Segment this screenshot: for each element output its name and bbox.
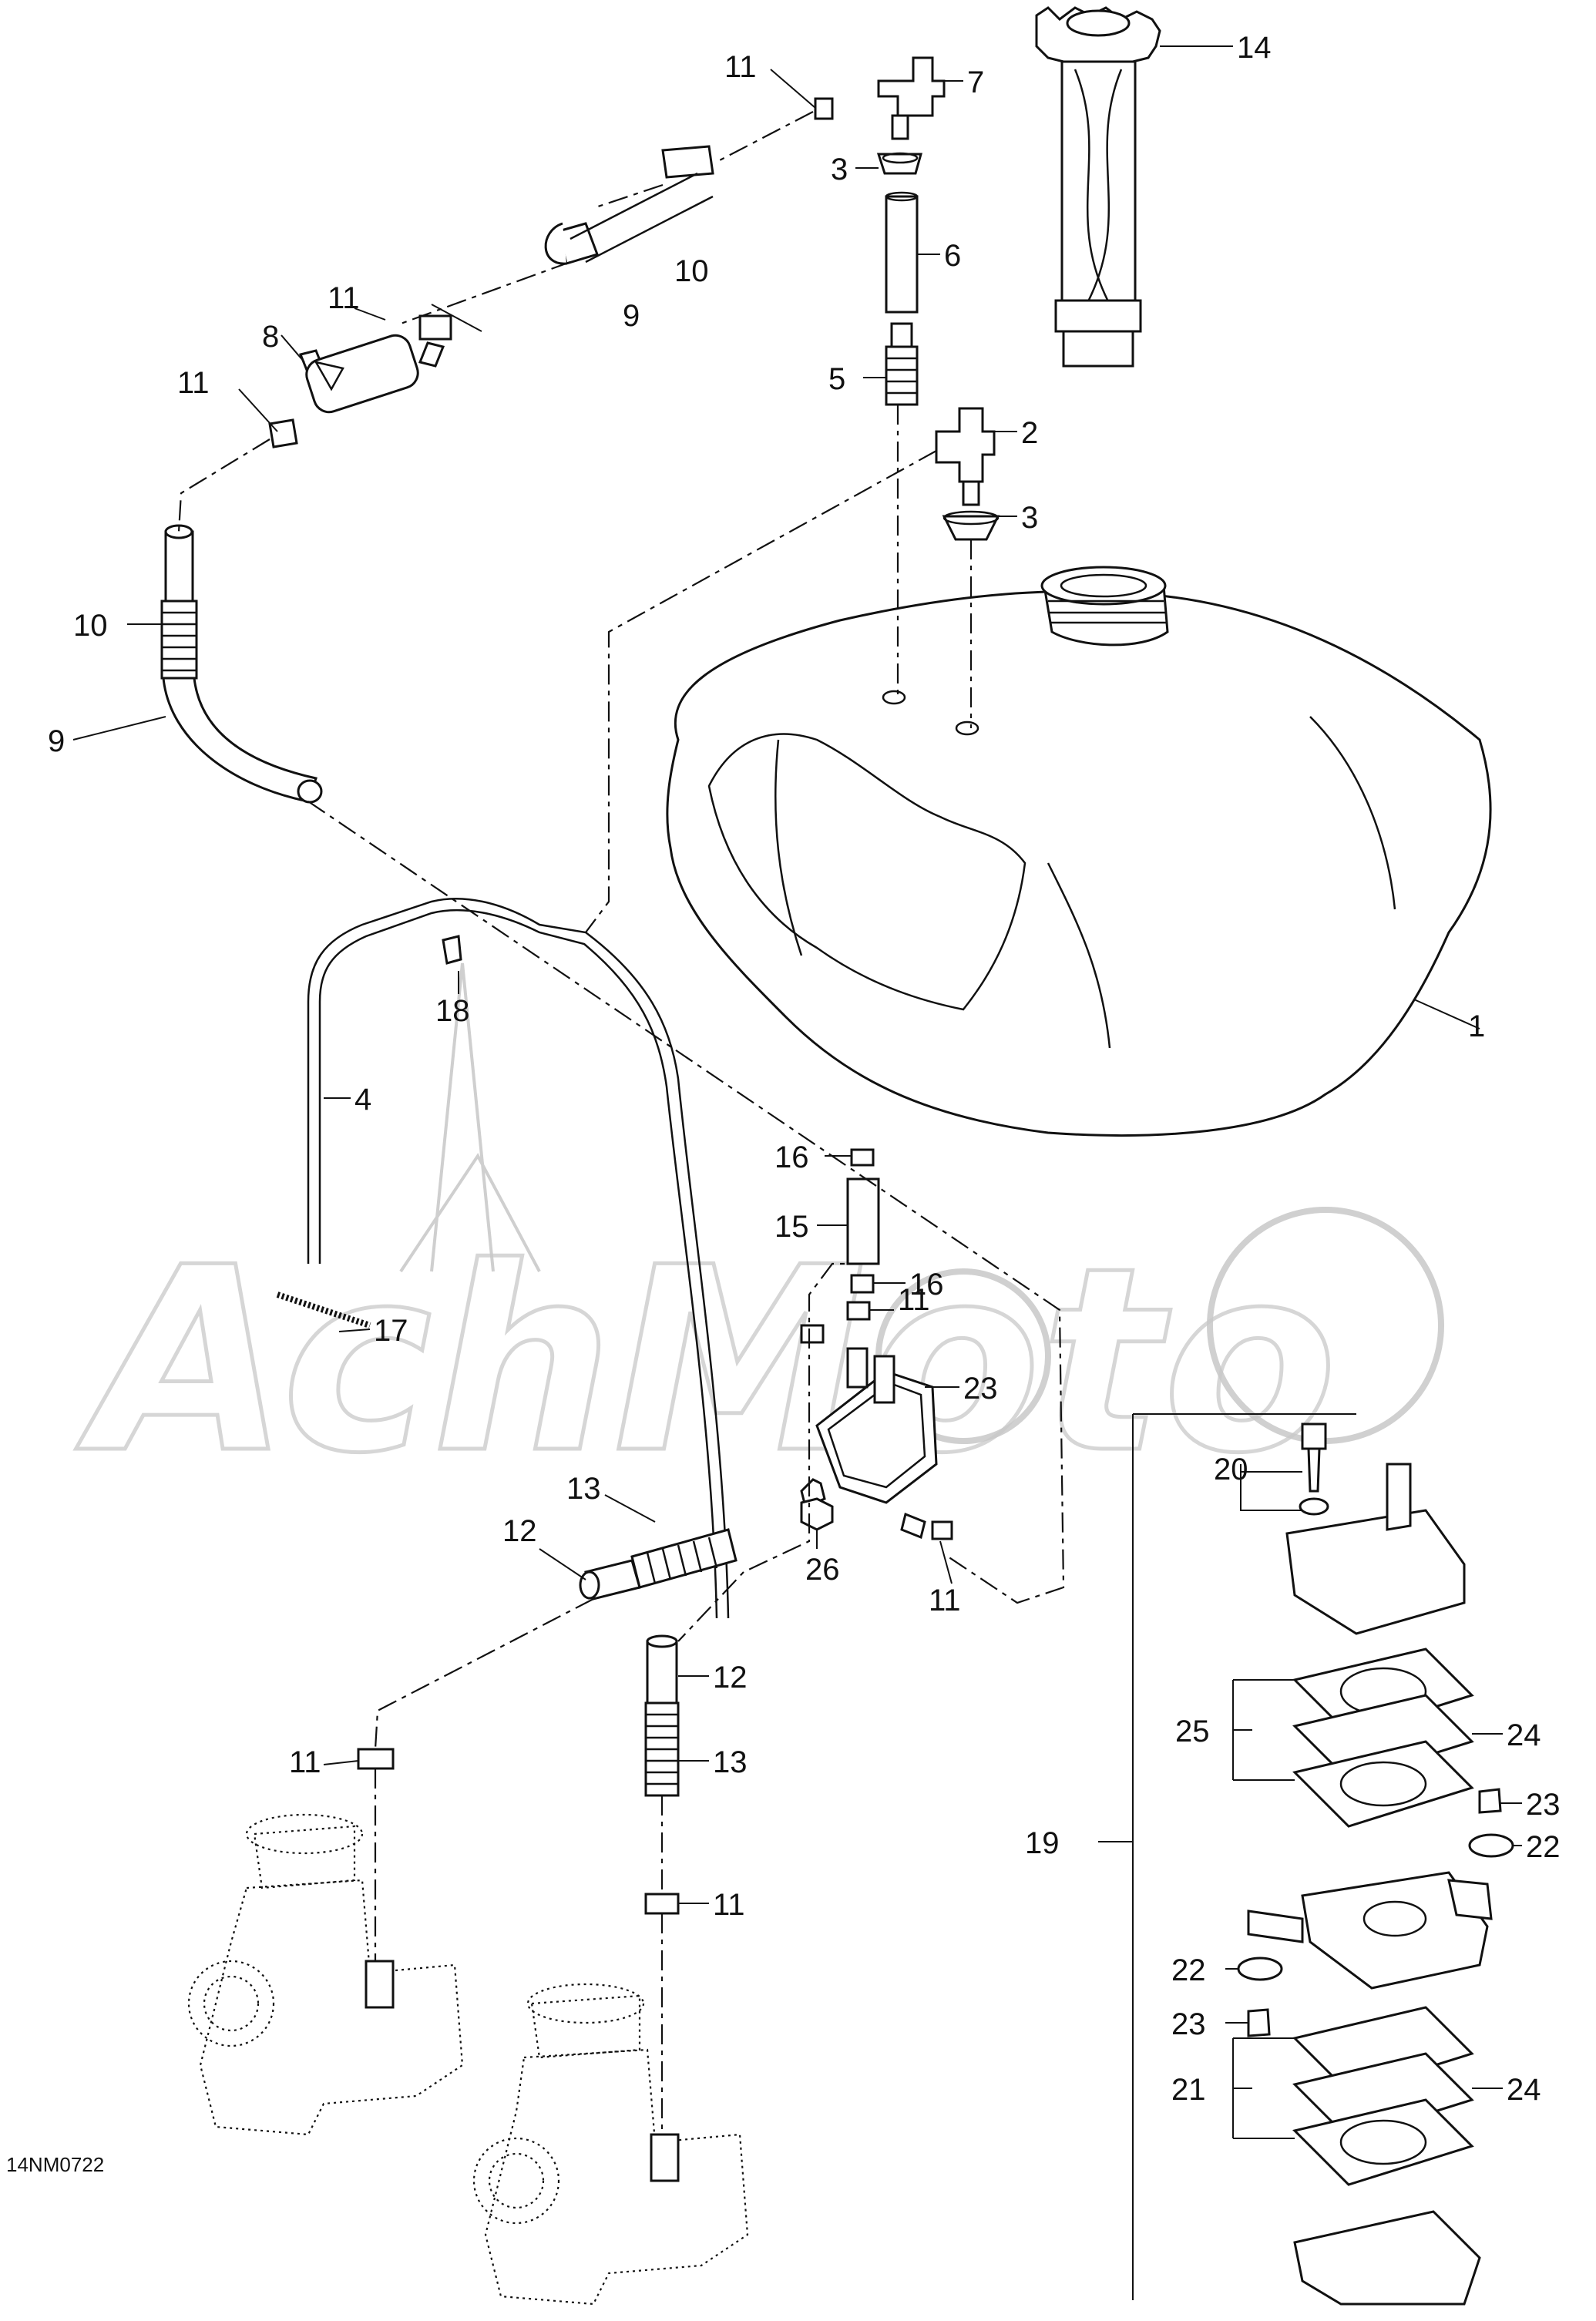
callout-13: 13 [713, 1745, 748, 1779]
callout-11: 11 [898, 1283, 930, 1317]
callout-23: 23 [1526, 1788, 1561, 1822]
callout-3: 3 [831, 153, 848, 186]
diagram-code: 14NM0722 [6, 2153, 104, 2176]
callout-25: 25 [1175, 1715, 1210, 1748]
callout-26: 26 [805, 1553, 840, 1587]
fuel-pump-area [800, 1148, 953, 1540]
callout-18: 18 [435, 994, 470, 1028]
callout-15: 15 [774, 1210, 809, 1244]
callout-12: 12 [502, 1514, 537, 1548]
filter-and-hoses [160, 97, 834, 804]
callout-24: 24 [1507, 2073, 1541, 2107]
callout-11: 11 [328, 281, 360, 315]
upper-fittings [876, 56, 1000, 541]
callout-6: 6 [944, 239, 961, 273]
callout-12: 12 [713, 1661, 748, 1695]
callout-23: 23 [1171, 2007, 1206, 2041]
watermark: AchMoto [71, 962, 1444, 1511]
vent-line [276, 898, 730, 1619]
pump-kit [1132, 1413, 1514, 2306]
leader-lines [72, 45, 1522, 2139]
callout-21: 21 [1171, 2073, 1206, 2107]
callout-13: 13 [566, 1472, 601, 1506]
callout-11: 11 [929, 1584, 961, 1617]
callout-7: 7 [967, 65, 984, 99]
lower-hoses [357, 1528, 738, 1915]
callout-10: 10 [73, 609, 108, 643]
callout-5: 5 [828, 362, 845, 396]
callout-14: 14 [1237, 31, 1272, 65]
callout-16: 16 [774, 1140, 809, 1174]
callout-1: 1 [1468, 1009, 1485, 1043]
callout-2: 2 [1021, 416, 1038, 450]
routing-lines [177, 111, 1065, 2135]
callout-9: 9 [48, 724, 65, 758]
watermark-text: AchMoto [72, 1213, 1337, 1509]
fuel-tank [666, 566, 1492, 1137]
callout-3: 3 [1021, 501, 1038, 535]
callout-11: 11 [177, 366, 210, 400]
callout-16: 16 [909, 1268, 944, 1302]
callout-11: 11 [724, 50, 757, 84]
callout-4: 4 [354, 1083, 371, 1117]
callout-23: 23 [963, 1372, 998, 1406]
callout-9: 9 [623, 299, 640, 333]
callout-19: 19 [1025, 1826, 1060, 1860]
callout-22: 22 [1526, 1830, 1561, 1864]
callout-11: 11 [713, 1888, 745, 1922]
callout-11: 11 [289, 1745, 321, 1779]
callout-20: 20 [1214, 1453, 1248, 1486]
callout-labels: 1 2 3 3 4 5 6 7 8 9 9 10 10 11 11 11 11 … [6, 31, 1561, 2176]
callout-17: 17 [374, 1314, 408, 1348]
callout-24: 24 [1507, 1718, 1541, 1752]
callout-8: 8 [262, 320, 279, 354]
carburetors [187, 1813, 749, 2306]
fuel-gauge [1035, 6, 1161, 368]
callout-10: 10 [674, 254, 709, 288]
callout-22: 22 [1171, 1953, 1206, 1987]
